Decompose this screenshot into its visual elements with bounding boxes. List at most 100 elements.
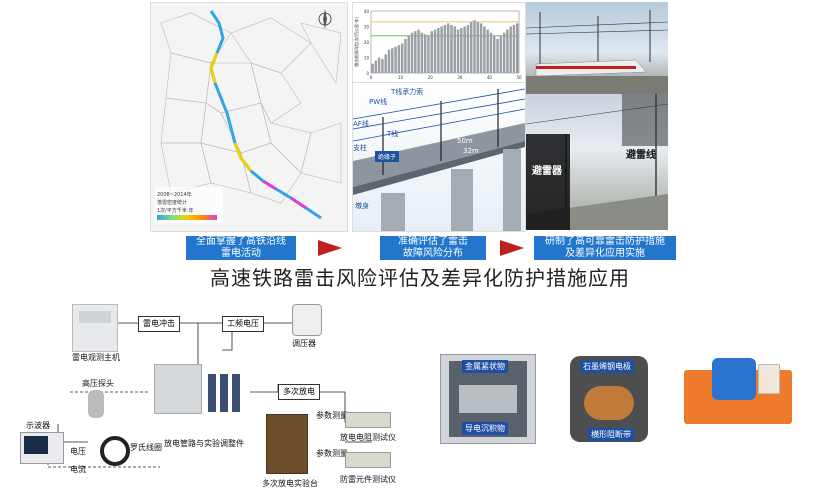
multi-platform-box: 多次放电 [278, 384, 320, 400]
bridge-svg [353, 88, 525, 231]
ytick-3: 30 [364, 25, 370, 30]
platform-cabinet [266, 414, 308, 474]
gap-device [154, 364, 202, 414]
regulator-device [292, 304, 322, 336]
bar-4 [384, 54, 387, 73]
bar-28 [463, 26, 466, 73]
bar-15 [420, 32, 424, 73]
bar-17 [427, 35, 430, 73]
scope-device [20, 432, 64, 464]
product-1-core [459, 385, 517, 413]
bar-41 [506, 29, 509, 74]
device-b-label: 防雷元件测试仪 [340, 475, 396, 484]
bar-19 [433, 29, 437, 74]
lab-diagram: 雷电观测主机 雷电冲击 工频电压 调压器 放电管路与实验调整件 高压探头 罗氏线… [0, 292, 430, 497]
regulator-label: 调压器 [292, 339, 316, 348]
product-2-core [584, 386, 634, 420]
span1-label: 50m [457, 137, 473, 145]
sample-a-label: 参数测量 [316, 411, 348, 420]
host-screen [79, 311, 111, 323]
bar-39 [499, 35, 503, 73]
bar-43 [512, 24, 516, 73]
t-bearing-label: T线承力索 [391, 88, 424, 96]
gas-cylinder-3 [232, 374, 240, 412]
lightning-rod-label: 避雷器 [532, 166, 562, 177]
bar-16 [423, 34, 427, 73]
step-1: 全面掌握了高铁沿线 雷电活动 [186, 236, 296, 260]
bar-23 [446, 23, 450, 73]
pw-label: PW线 [369, 98, 388, 106]
pole-label: 支柱 [353, 144, 367, 152]
bar-24 [450, 24, 453, 73]
bar-25 [453, 26, 457, 73]
ytick-4: 40 [364, 9, 370, 14]
probe-label: 高压探头 [82, 379, 114, 388]
bar-36 [489, 32, 493, 73]
scope-screen [24, 436, 48, 454]
product-1-top-label: 金属紧状物 [462, 360, 508, 373]
gas-cylinder-2 [220, 374, 228, 412]
bar-37 [492, 35, 496, 73]
pier-label: 墩身 [355, 202, 369, 210]
step-2: 准确评估了雷击 故障风险分布 [380, 236, 486, 260]
xtick-5: 50 [516, 75, 522, 80]
bar-8 [397, 45, 401, 73]
bar-2 [377, 57, 381, 73]
bar-42 [509, 26, 512, 73]
af-label: AF线 [353, 120, 369, 128]
bar-40 [502, 32, 506, 73]
gap-device-label: 放电管路与实验调整件 [164, 439, 244, 448]
bar-27 [460, 28, 463, 73]
step-1-line1: 全面掌握了高铁沿线 [196, 236, 286, 247]
bar-26 [456, 29, 460, 74]
bar-29 [466, 24, 470, 73]
bar-38 [496, 38, 499, 73]
ground-wire-label: 避雷线 [626, 150, 656, 161]
platform-label: 多次放电实验台 [262, 479, 318, 488]
step-arrow-1 [318, 240, 342, 256]
step-1-line2: 雷电活动 [221, 248, 261, 259]
product-3-module [712, 358, 756, 400]
chart-svg: 01020304001020304050线路序号雷击故障风险(次/百公里·年) [353, 9, 522, 87]
span2-label: 32m [463, 147, 479, 155]
ytick-2: 20 [364, 40, 370, 45]
bar-21 [440, 26, 443, 73]
bar-14 [417, 29, 420, 74]
ytick-0: 0 [366, 71, 369, 76]
bar-5 [387, 49, 391, 73]
step-3: 研制了高可靠雷击防护措施 及差异化应用实施 [534, 236, 676, 260]
step-3-line1: 研制了高可靠雷击防护措施 [545, 236, 665, 247]
product-3 [678, 356, 796, 432]
probe-device [88, 390, 104, 418]
xtick-1: 10 [398, 75, 404, 80]
xtick-2: 20 [428, 75, 434, 80]
bar-11 [407, 35, 410, 73]
scope-label: 示波器 [26, 421, 50, 430]
page-title: 高速铁路雷击风险评估及差异化防护措施应用 [210, 266, 630, 290]
ytick-1: 10 [364, 56, 370, 61]
chart-ylabel: 雷击故障风险(次/百公里·年) [353, 17, 359, 67]
voltage-label: 电压 [70, 447, 86, 456]
bridge-catenary-diagram: PW线 T线承力索 AF线 T线 支柱 绝缘子 50m 32m 墩身 [352, 82, 526, 232]
bar-12 [410, 32, 414, 73]
host-label: 雷电观测主机 [72, 353, 120, 362]
bar-1 [374, 60, 378, 73]
bar-3 [381, 59, 384, 73]
map-legend-1: 2008~2014年 [157, 192, 192, 198]
bar-32 [476, 21, 480, 74]
xtick-0: 0 [370, 75, 373, 80]
train-svg [526, 10, 668, 94]
train-photo [526, 2, 668, 94]
lightning-density-map: 2008~2014年 落雷密度统计 1次/平方千米·年 [150, 2, 348, 232]
device-b [345, 452, 391, 468]
lightning-protection-photo: 避雷器 避雷线 [526, 94, 668, 230]
bar-31 [473, 20, 476, 73]
current-label: 电流 [70, 465, 86, 474]
gas-cylinder-1 [208, 374, 216, 412]
bar-6 [391, 48, 394, 73]
lightning-source-box: 雷电冲击 [138, 316, 180, 332]
coil-label: 罗氏线圈 [130, 443, 162, 452]
bar-34 [483, 26, 486, 73]
bar-9 [400, 43, 404, 73]
coil-device [100, 436, 130, 466]
